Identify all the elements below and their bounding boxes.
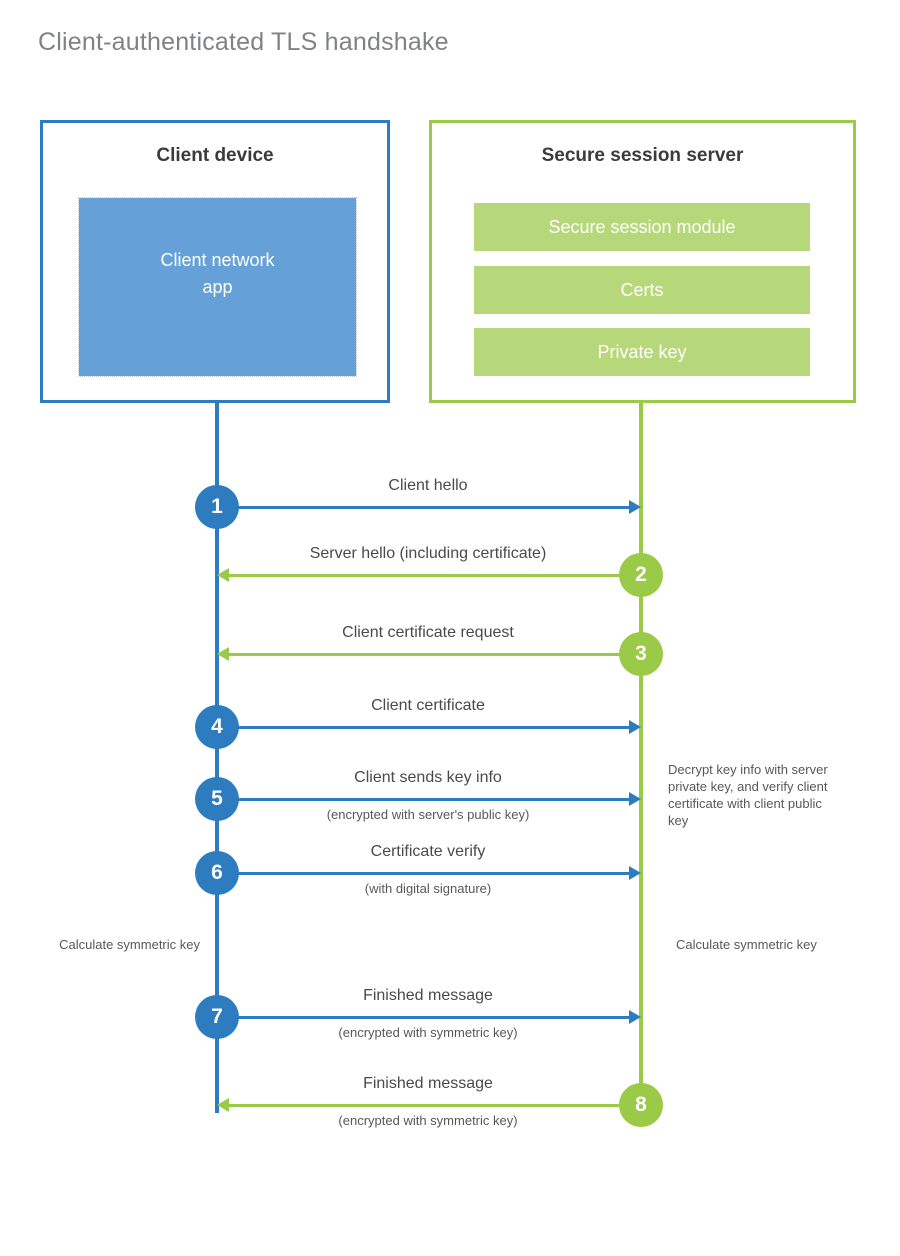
- arrow-head-icon: [217, 568, 229, 582]
- message-sublabel: (encrypted with server's public key): [326, 807, 530, 822]
- arrow-head-icon: [217, 1098, 229, 1112]
- message-line: [217, 1016, 629, 1019]
- page-title: Client-authenticated TLS handshake: [38, 28, 449, 56]
- message-sublabel: (encrypted with symmetric key): [338, 1113, 518, 1128]
- step-number-badge-1: 1: [195, 485, 239, 529]
- client-device-box: Client device Client network app: [40, 120, 390, 403]
- server-module-private-key: Private key: [474, 328, 810, 376]
- server-module-label: Certs: [620, 279, 664, 300]
- server-module-label: Secure session module: [548, 216, 736, 237]
- message-label: Server hello (including certificate): [309, 545, 547, 562]
- secure-session-server-box: Secure session server Secure session mod…: [429, 120, 856, 403]
- step-number-badge-5: 5: [195, 777, 239, 821]
- step-number-badge-8: 8: [619, 1083, 663, 1127]
- server-module-certs: Certs: [474, 266, 810, 314]
- message-line: [217, 506, 629, 509]
- arrow-head-icon: [629, 1010, 641, 1024]
- message-label: Finished message: [363, 987, 493, 1004]
- message-line: [217, 798, 629, 801]
- annotation-calculate-symmetric-key-client: Calculate symmetric key: [59, 937, 200, 952]
- annotation-decrypt-key-info: Decrypt key info with server private key…: [668, 762, 828, 828]
- step-number-badge-7: 7: [195, 995, 239, 1039]
- message-line: [229, 1104, 641, 1107]
- arrow-head-icon: [629, 866, 641, 880]
- message-line: [229, 574, 641, 577]
- client-device-title: Client device: [156, 145, 274, 166]
- client-lifeline: [215, 403, 219, 1113]
- arrow-head-icon: [629, 500, 641, 514]
- client-network-app-block: Client network app: [78, 197, 357, 377]
- arrow-head-icon: [217, 647, 229, 661]
- message-sublabel: (encrypted with symmetric key): [338, 1025, 518, 1040]
- message-label: Finished message: [363, 1075, 493, 1092]
- message-label: Certificate verify: [370, 843, 486, 860]
- annotation-calculate-symmetric-key-server: Calculate symmetric key: [676, 937, 817, 952]
- server-module-secure-session-module: Secure session module: [474, 203, 810, 251]
- message-line: [217, 872, 629, 875]
- step-number-badge-2: 2: [619, 553, 663, 597]
- server-module-label: Private key: [597, 341, 687, 362]
- message-sublabel: (with digital signature): [364, 881, 492, 896]
- message-label: Client hello: [388, 477, 468, 494]
- message-label: Client certificate: [371, 697, 485, 714]
- step-number-badge-4: 4: [195, 705, 239, 749]
- message-line: [229, 653, 641, 656]
- step-number-badge-3: 3: [619, 632, 663, 676]
- secure-session-server-title: Secure session server: [541, 145, 744, 166]
- arrow-head-icon: [629, 792, 641, 806]
- message-label: Client certificate request: [342, 624, 514, 641]
- message-label: Client sends key info: [354, 769, 502, 786]
- server-lifeline: [639, 403, 643, 1105]
- client-network-app-label: Client network app: [160, 250, 275, 297]
- arrow-head-icon: [629, 720, 641, 734]
- message-line: [217, 726, 629, 729]
- step-number-badge-6: 6: [195, 851, 239, 895]
